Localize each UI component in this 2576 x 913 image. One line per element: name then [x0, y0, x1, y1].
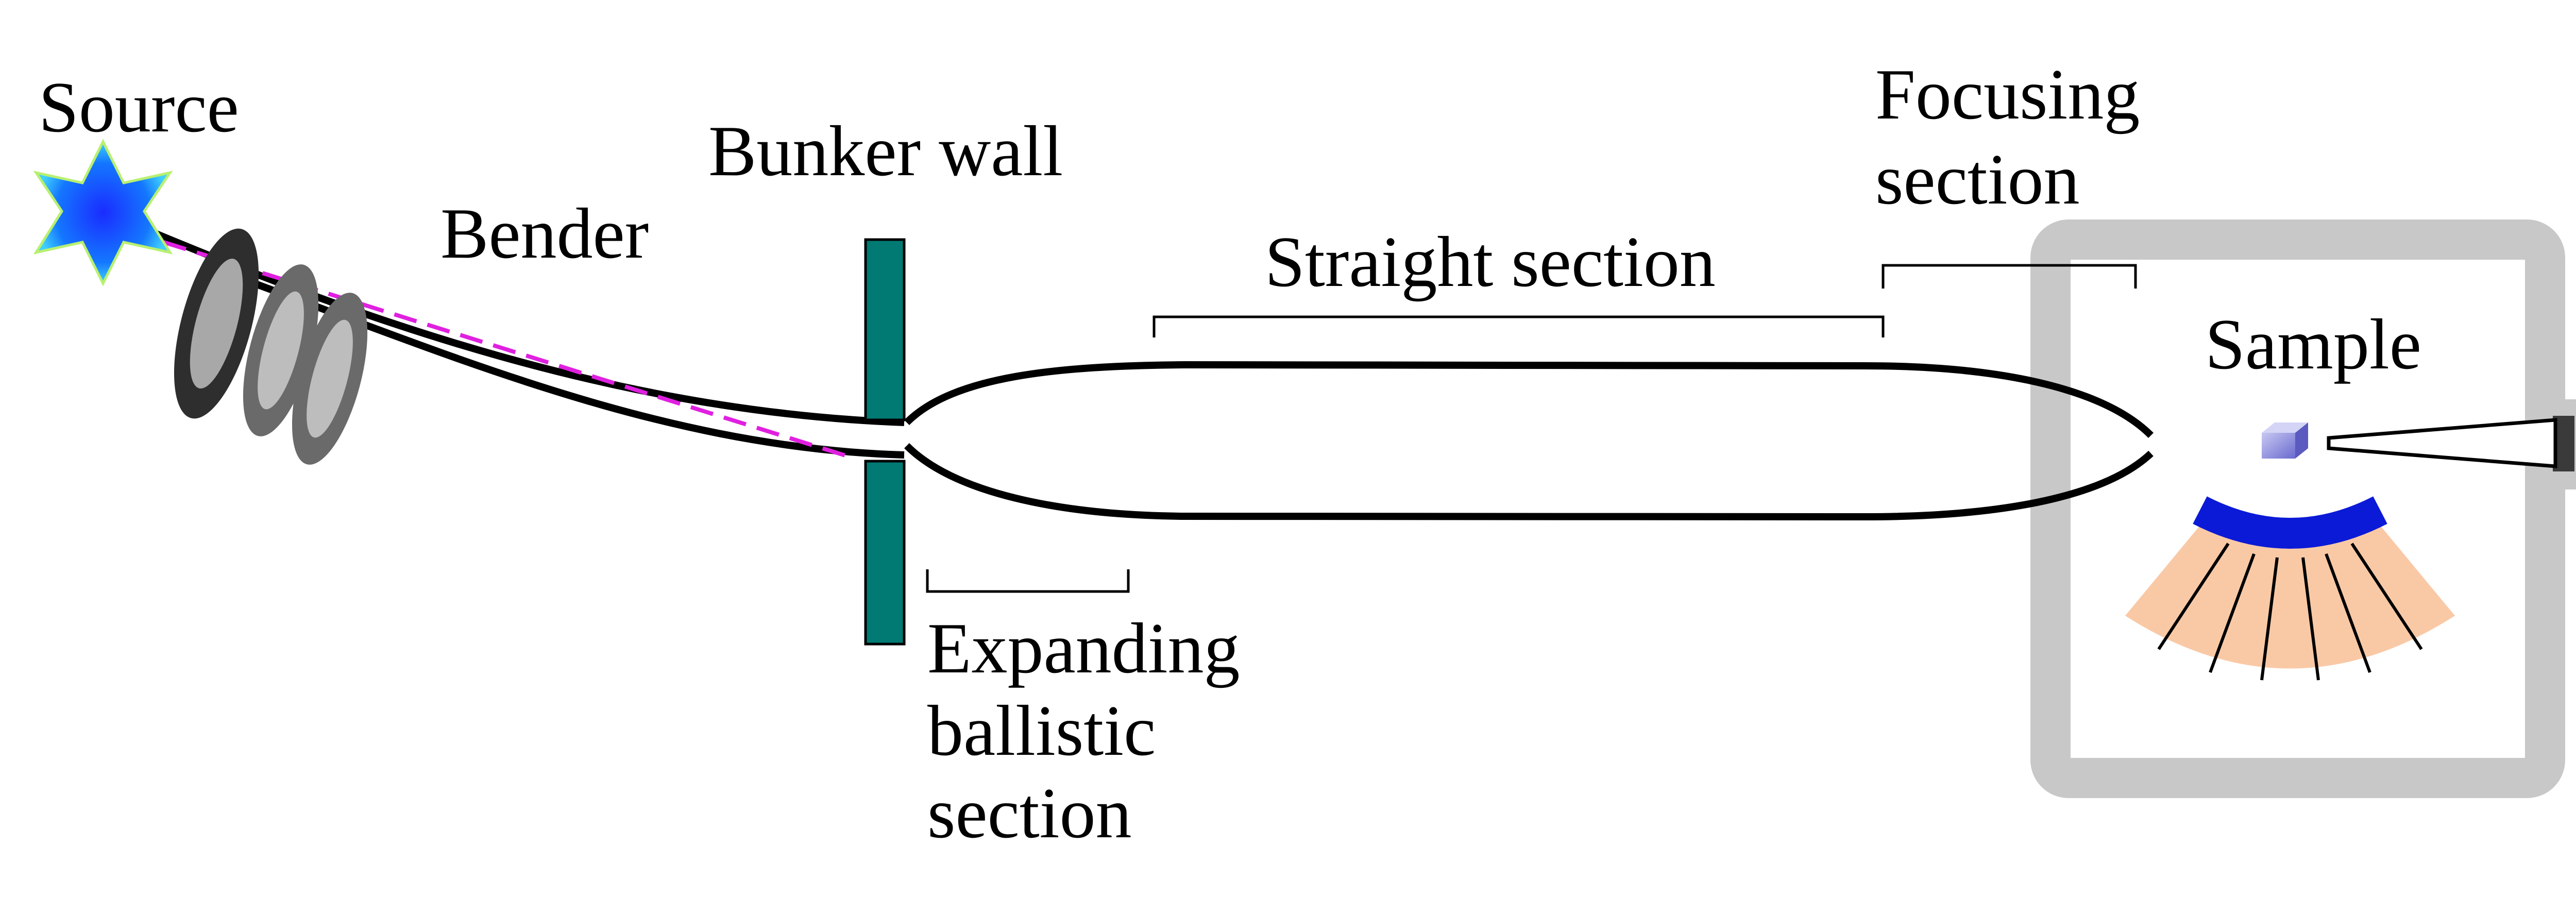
sample-enclosure: [2030, 219, 2565, 798]
label-expanding-line2: ballistic: [927, 691, 1156, 771]
label-straight-section: Straight section: [1265, 222, 1716, 302]
expanding-section-bracket: [926, 569, 1130, 593]
chopper-2: [243, 264, 319, 436]
guide-lower-wall: [904, 443, 2154, 521]
detector-arc: [2193, 496, 2387, 549]
label-focusing-line1: Focusing: [1875, 55, 2140, 134]
beam-path: [97, 219, 856, 461]
label-expanding-line3: section: [927, 773, 1132, 853]
chopper-3: [292, 293, 368, 465]
label-focusing-line2: section: [1875, 140, 2080, 219]
straight-section-bracket: [1153, 315, 1885, 337]
detector-tubes: [2157, 543, 2423, 681]
label-bender: Bender: [440, 194, 649, 274]
sample-cube: [2262, 422, 2308, 459]
label-source: Source: [39, 67, 239, 147]
bunker-wall-lower: [864, 460, 906, 646]
label-bunker-wall: Bunker wall: [708, 111, 1063, 191]
detector-fan: [2125, 526, 2455, 669]
label-sample: Sample: [2205, 305, 2421, 384]
focusing-section-bracket: [1882, 264, 2137, 289]
source-star-icon: [33, 139, 173, 286]
chopper-1: [174, 228, 259, 419]
guide-upper-wall: [904, 361, 2154, 438]
exit-collimator: [2327, 418, 2557, 468]
label-expanding-line1: Expanding: [927, 608, 1240, 688]
bunker-wall: [864, 238, 906, 421]
